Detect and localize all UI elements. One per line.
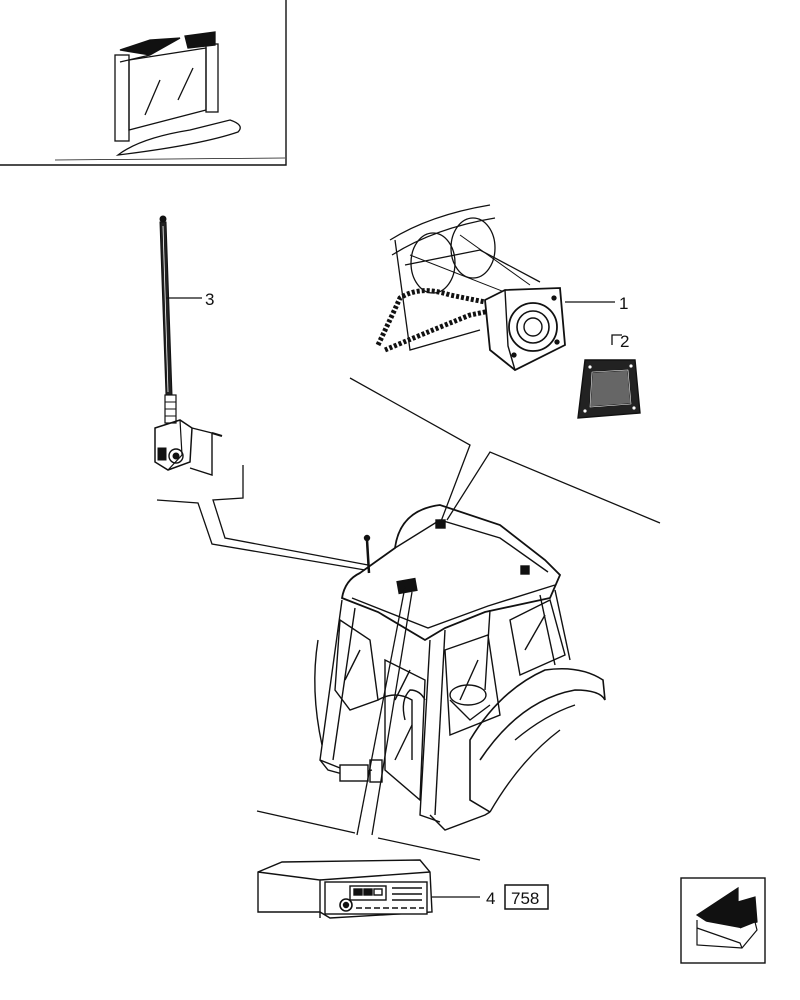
- radio-illustration: [257, 859, 433, 919]
- antenna-illustration: [154, 215, 223, 476]
- inset-frame: [0, 0, 287, 166]
- leader-lines: [156, 297, 661, 898]
- page-reference-box[interactable]: 758: [504, 884, 549, 910]
- speaker-illustration: [375, 204, 566, 372]
- return-arrow-icon[interactable]: [680, 877, 766, 964]
- page-reference-text: 758: [511, 889, 539, 908]
- tractor-cab-illustration: [314, 504, 606, 831]
- callout-label-3: 3: [205, 290, 214, 309]
- speaker-grille-illustration: [577, 359, 641, 419]
- inset-cab-illustration: [54, 31, 286, 161]
- callout-label-4: 4: [486, 889, 495, 908]
- callout-label-2: 2: [620, 332, 629, 351]
- callout-label-1: 1: [619, 294, 628, 313]
